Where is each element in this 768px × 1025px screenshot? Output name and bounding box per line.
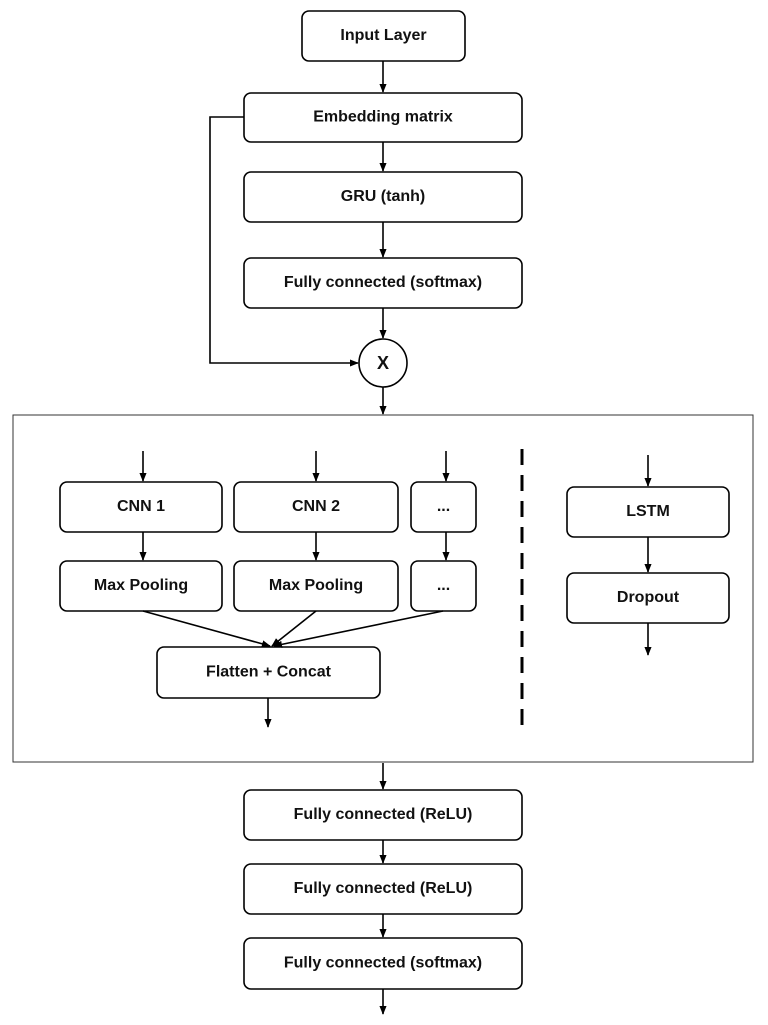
- node-flatten-concat: Flatten + Concat: [156, 646, 381, 699]
- node-multiply: X: [358, 338, 408, 388]
- node-maxpool1: Max Pooling: [59, 560, 223, 612]
- edge-maxpool2-to-flatten: [271, 610, 317, 647]
- node-cnn1: CNN 1: [59, 481, 223, 533]
- edge-maxpool-more-to-flatten: [273, 610, 444, 648]
- node-gru: GRU (tanh): [243, 171, 523, 223]
- node-cnn2-label: CNN 2: [292, 498, 340, 515]
- node-fc-softmax-top-label: Fully connected (softmax): [284, 274, 482, 291]
- node-fc-relu-2-label: Fully connected (ReLU): [294, 880, 473, 897]
- node-input-layer: Input Layer: [301, 10, 466, 62]
- parallel-branches-panel: [12, 414, 754, 763]
- edge-embedding-skip-to-multiply: [209, 116, 359, 367]
- node-input-layer-label: Input Layer: [340, 27, 426, 44]
- node-lstm: LSTM: [566, 486, 730, 538]
- node-fc-relu-1: Fully connected (ReLU): [243, 789, 523, 841]
- node-gru-label: GRU (tanh): [341, 188, 425, 205]
- node-dropout-label: Dropout: [617, 589, 680, 606]
- node-embedding-matrix-label: Embedding matrix: [313, 109, 453, 126]
- node-fc-softmax-bottom: Fully connected (softmax): [243, 937, 523, 990]
- edge-maxpool1-to-flatten: [142, 610, 271, 648]
- node-cnn2: CNN 2: [233, 481, 399, 533]
- node-dropout: Dropout: [566, 572, 730, 624]
- node-flatten-concat-label: Flatten + Concat: [206, 664, 332, 681]
- node-maxpool2-label: Max Pooling: [269, 577, 363, 594]
- node-fc-softmax-bottom-label: Fully connected (softmax): [284, 955, 482, 972]
- node-cnn-more: ...: [410, 481, 477, 533]
- node-lstm-label: LSTM: [626, 503, 670, 520]
- node-fc-relu-1-label: Fully connected (ReLU): [294, 806, 473, 823]
- node-cnn-more-label: ...: [437, 498, 450, 515]
- node-maxpool-more-label: ...: [437, 577, 450, 594]
- node-multiply-label: X: [377, 353, 389, 373]
- node-maxpool2: Max Pooling: [233, 560, 399, 612]
- node-maxpool-more: ...: [410, 560, 477, 612]
- node-cnn1-label: CNN 1: [117, 498, 165, 515]
- node-maxpool1-label: Max Pooling: [94, 577, 188, 594]
- node-embedding-matrix: Embedding matrix: [243, 92, 523, 143]
- node-fc-relu-2: Fully connected (ReLU): [243, 863, 523, 915]
- node-fc-softmax-top: Fully connected (softmax): [243, 257, 523, 309]
